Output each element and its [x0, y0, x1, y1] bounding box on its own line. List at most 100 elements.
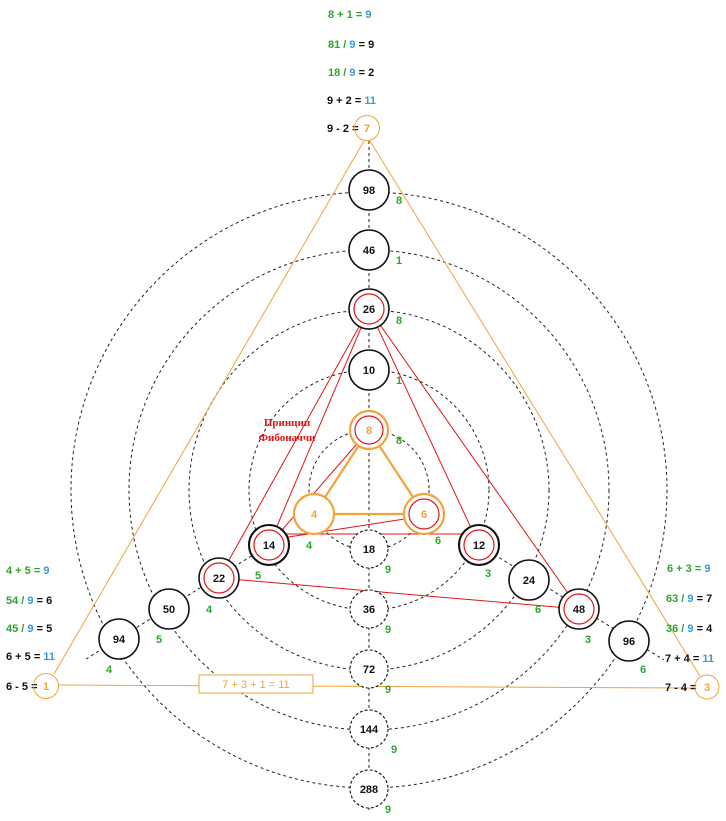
node-ring: [508, 559, 550, 601]
node-ring: [348, 169, 390, 211]
node-value: 288: [360, 784, 378, 796]
top-equations: 8 + 1 = 9 81 / 9 = 9 18 / 9 = 2 9 + 2 = …: [327, 9, 380, 141]
left-equation-1: 4 + 5 = 9: [6, 565, 49, 577]
equation-part: 9: [704, 563, 710, 575]
right-equation-5: 7 - 4 =: [665, 682, 697, 694]
right-equation-4: 7 + 4 = 11: [665, 653, 714, 665]
node-288: 288: [349, 769, 389, 809]
node-ring: [348, 349, 390, 391]
sum-box-frame: [198, 674, 314, 694]
equation-part: = 5: [37, 623, 53, 635]
node-inner-red-ring: [354, 415, 384, 445]
left-equation-4: 6 + 5 = 11: [6, 651, 55, 663]
node-value: 12: [473, 540, 485, 552]
digit-sum-18: 9: [385, 564, 391, 576]
digit-sum-10: 1: [396, 375, 402, 387]
red-line-26-48: [368, 308, 580, 610]
node-value: 50: [163, 604, 175, 616]
node-72: 72: [349, 649, 389, 689]
equation-part: 9: [27, 595, 33, 607]
red-line-26-22: [218, 308, 370, 579]
node-value: 8: [366, 425, 372, 437]
node-ring: [292, 492, 336, 536]
node-inner-red-ring: [203, 562, 235, 594]
red-line-14-6: [268, 515, 425, 541]
node-14: 14: [247, 523, 291, 567]
top-equation-2: 81 / 9 = 9: [328, 39, 374, 51]
node-ring: [148, 588, 190, 630]
left-equation-5-result: 1: [43, 681, 49, 693]
node-48: 48: [558, 588, 600, 630]
node-12: 12: [457, 523, 501, 567]
node-8: 8: [348, 409, 390, 451]
node-value: 48: [573, 604, 585, 616]
node-value: 6: [421, 509, 427, 521]
node-10: 10: [348, 349, 390, 391]
node-value: 72: [363, 664, 375, 676]
equation-part: 81 /: [328, 39, 346, 51]
digit-sum-46: 1: [396, 255, 402, 267]
digit-sums: 8 1 8 1 8 4 6 5 3 4 6 5 3 4 6 9 9 9 9 9: [106, 195, 646, 816]
right-equations: 6 + 3 = 9 63 / 9 = 7 36 / 9 = 4 7 + 4 = …: [665, 563, 720, 700]
node-98: 98: [348, 169, 390, 211]
equation-part: = 6: [37, 595, 53, 607]
node-96: 96: [608, 620, 650, 662]
equation-part: 11: [702, 653, 714, 665]
node-inner-red-ring: [353, 293, 385, 325]
left-equation-5: 6 - 5 =: [6, 681, 38, 693]
digit-sum-14: 5: [255, 570, 261, 582]
left-result-circle: [33, 673, 59, 699]
red-line-26-14: [268, 308, 370, 546]
node-inner-red-ring: [408, 498, 440, 530]
red-line-8-14: [268, 429, 370, 546]
equation-part: 9 + 2 =: [327, 95, 361, 107]
node-ring: [558, 588, 600, 630]
equation-part: 9: [349, 39, 355, 51]
fibonacci-label-line-2: Фибоначчи: [259, 432, 316, 444]
node-dashed-ring: [349, 589, 389, 629]
node-value: 144: [360, 724, 379, 736]
node-ring: [98, 618, 140, 660]
node-inner-red-ring: [253, 529, 285, 561]
equation-part: 4 + 5 =: [6, 565, 40, 577]
node-value: 18: [363, 544, 375, 556]
node-ring: [348, 229, 390, 271]
sum-box: 7 + 3 + 1 = 11: [198, 674, 314, 694]
digit-sum-144: 9: [391, 744, 397, 756]
digit-sum-6: 6: [435, 535, 441, 547]
node-value: 96: [623, 636, 635, 648]
equation-part: 6 + 3 =: [667, 563, 701, 575]
node-ring: [402, 492, 446, 536]
orange-right-edge: [369, 140, 701, 677]
equation-part: 54 /: [6, 595, 24, 607]
node-4: 4: [292, 492, 336, 536]
node-18: 18: [349, 529, 389, 569]
right-equation-5-result: 3: [704, 682, 710, 694]
node-ring: [247, 523, 291, 567]
top-result-circle: [354, 115, 380, 141]
node-6: 6: [402, 492, 446, 536]
equation-part: 11: [43, 651, 55, 663]
node-value: 46: [363, 245, 375, 257]
node-inner-red-ring: [563, 593, 595, 625]
left-equation-3: 45 / 9 = 5: [6, 623, 52, 635]
node-value: 14: [263, 540, 276, 552]
equation-part: 45 /: [6, 623, 24, 635]
digit-sum-26: 8: [396, 315, 402, 327]
equation-part: 9: [349, 67, 355, 79]
digit-sum-94: 4: [106, 664, 113, 676]
equation-part: 9: [365, 9, 371, 21]
right-result-circle: [694, 674, 720, 700]
node-inner-red-ring: [463, 529, 495, 561]
node-22: 22: [198, 557, 240, 599]
node-50: 50: [148, 588, 190, 630]
node-ring: [348, 288, 390, 330]
guide-circle-5: [70, 191, 668, 789]
node-24: 24: [508, 559, 550, 601]
right-equation-1: 6 + 3 = 9: [667, 563, 710, 575]
digit-sum-96: 6: [640, 664, 646, 676]
right-equation-2: 63 / 9 = 7: [666, 593, 712, 605]
node-value: 36: [363, 604, 375, 616]
node-dashed-ring: [349, 769, 389, 809]
inner-orange-triangle: [311, 427, 427, 516]
